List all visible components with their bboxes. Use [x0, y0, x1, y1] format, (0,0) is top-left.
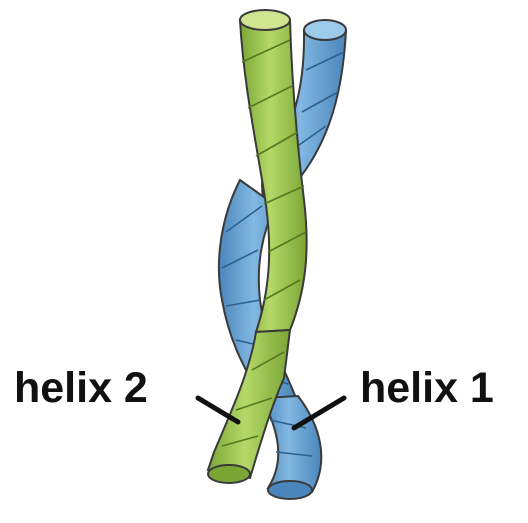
- helix-2-label: helix 2: [14, 364, 148, 412]
- helix-2-top-cap: [240, 10, 290, 30]
- helix-1-bottom-cap: [268, 481, 312, 499]
- helix-1-top-cap: [304, 20, 346, 40]
- helix-1-label: helix 1: [360, 364, 494, 412]
- helix-2-bottom-cap: [208, 465, 250, 483]
